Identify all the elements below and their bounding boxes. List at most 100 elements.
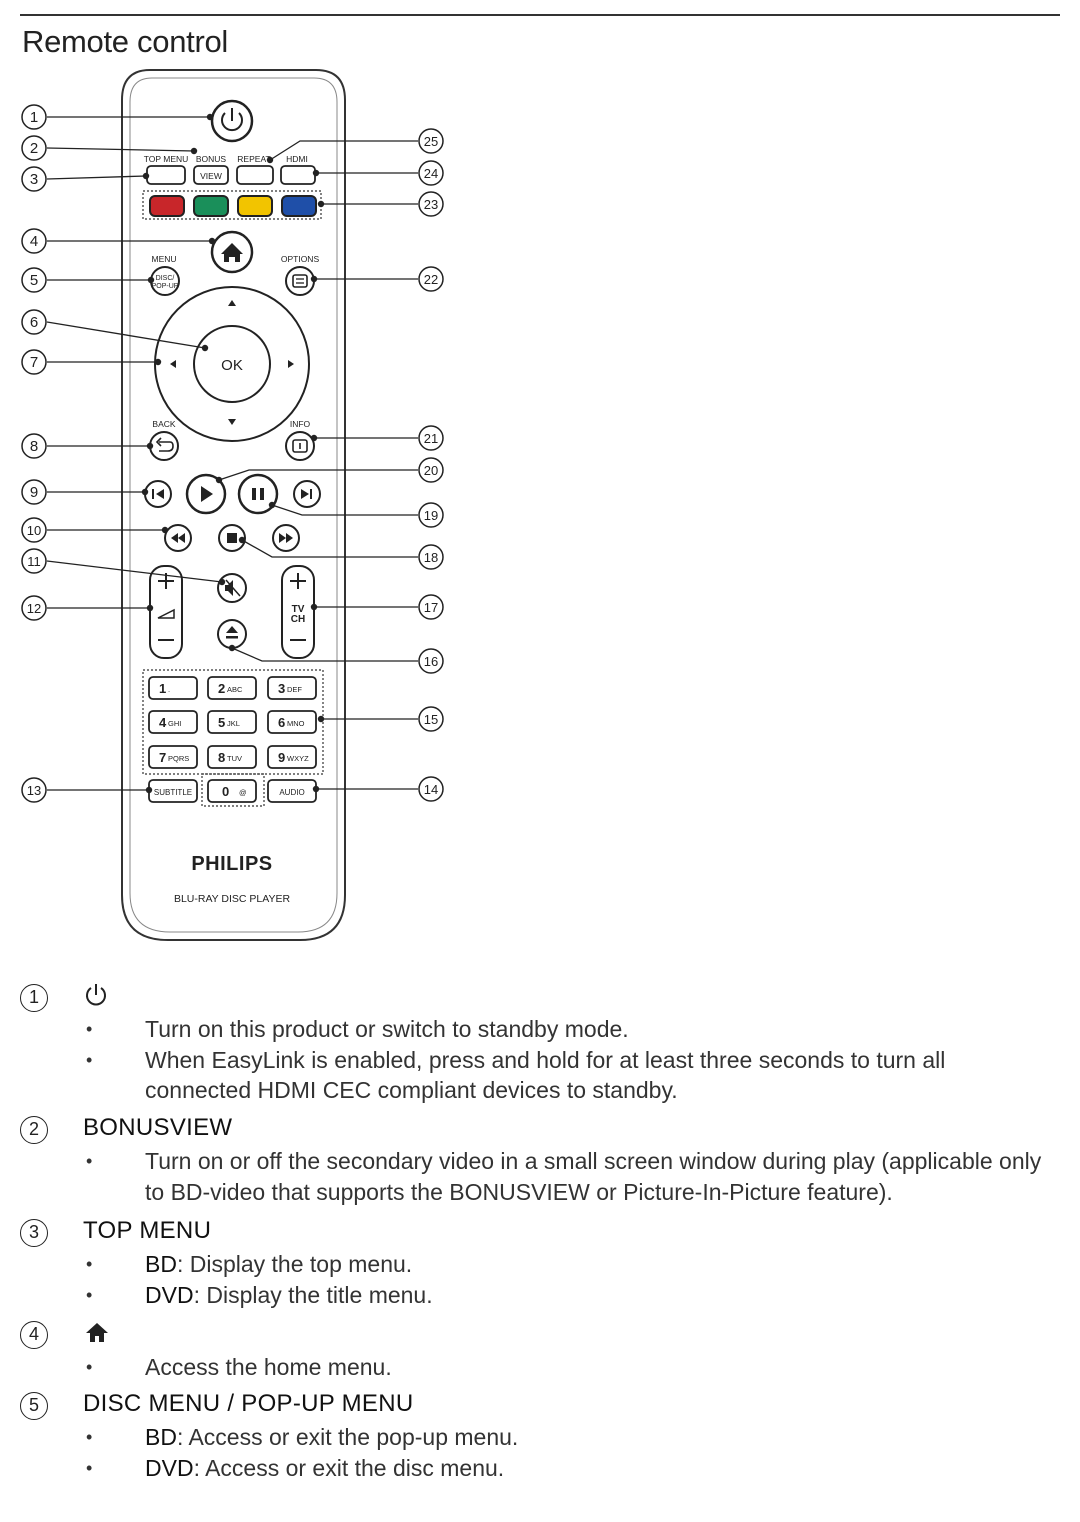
power-icon bbox=[86, 984, 106, 1006]
green-button bbox=[193, 195, 229, 217]
key-letters: WXYZ bbox=[287, 754, 309, 763]
callout-7-label: 7 bbox=[30, 354, 38, 371]
callout-17-circle bbox=[418, 594, 444, 620]
ok-label: OK bbox=[221, 357, 243, 374]
callout-6-circle bbox=[21, 309, 47, 335]
callout-2-dot bbox=[190, 147, 198, 155]
callout-1-label: 1 bbox=[30, 109, 38, 126]
remote-diagram: TOP MENU BONUS REPEAT HDMI VIEW MENU DIS… bbox=[21, 69, 444, 941]
callout-16-circle bbox=[418, 648, 444, 674]
callout-24-circle bbox=[418, 160, 444, 186]
section-4-bullets: Access the home menu. bbox=[83, 1352, 1043, 1383]
callout-7-dot bbox=[154, 358, 162, 366]
key-letters: GHI bbox=[168, 719, 181, 728]
bullet: When EasyLink is enabled, press and hold… bbox=[83, 1045, 1043, 1106]
callout-17-label: 17 bbox=[424, 600, 438, 615]
callout-17-dot bbox=[310, 603, 318, 611]
callout-11-leader bbox=[46, 560, 223, 583]
callout-15-dot bbox=[317, 715, 325, 723]
key-letters: ABC bbox=[227, 685, 243, 694]
callout-14-circle bbox=[418, 776, 444, 802]
key-letters: . bbox=[168, 685, 170, 694]
callout-4-dot bbox=[208, 237, 216, 245]
section-number: 5 bbox=[20, 1392, 48, 1420]
bonus-label: BONUS bbox=[196, 154, 227, 164]
svg-text:AUDIO: AUDIO bbox=[279, 788, 304, 797]
key-digit: 0 bbox=[222, 784, 229, 799]
repeat-button bbox=[236, 165, 274, 185]
section-number: 2 bbox=[20, 1116, 48, 1144]
callout-1-dot bbox=[206, 113, 214, 121]
callout-23-circle bbox=[418, 191, 444, 217]
model-label: BLU-RAY DISC PLAYER bbox=[174, 893, 291, 905]
callout-3-leader bbox=[46, 175, 147, 180]
callout-22-label: 22 bbox=[424, 272, 438, 287]
callout-22-circle bbox=[418, 266, 444, 292]
key-0: 0@ bbox=[207, 779, 257, 803]
power-button bbox=[210, 99, 254, 143]
callout-9-label: 9 bbox=[30, 484, 38, 501]
svg-text:POP-UP: POP-UP bbox=[152, 283, 179, 290]
bullet: DVD: Display the title menu. bbox=[83, 1280, 1043, 1311]
callout-4-label: 4 bbox=[30, 233, 38, 250]
callout-8-label: 8 bbox=[30, 438, 38, 455]
section-heading: BONUSVIEW bbox=[83, 1114, 233, 1141]
key-digit: 4 bbox=[159, 715, 167, 730]
callout-19-circle bbox=[418, 502, 444, 528]
callout-25-label: 25 bbox=[424, 134, 438, 149]
callout-22-dot bbox=[310, 275, 318, 283]
callout-18-circle bbox=[418, 544, 444, 570]
callout-6-label: 6 bbox=[30, 314, 38, 331]
section-1-bullets: Turn on this product or switch to standb… bbox=[83, 1014, 1043, 1106]
callout-19-leader bbox=[271, 504, 418, 516]
key-1: 1. bbox=[148, 676, 198, 700]
section-2-bullets: Turn on or off the secondary video in a … bbox=[83, 1146, 1043, 1207]
audio-button: AUDIO bbox=[267, 779, 317, 803]
callout-3-dot bbox=[142, 172, 150, 180]
section-number: 1 bbox=[20, 984, 48, 1012]
callout-19-dot bbox=[268, 501, 276, 509]
section-number: 4 bbox=[20, 1321, 48, 1349]
hdmi-label: HDMI bbox=[286, 154, 308, 164]
callout-12-circle bbox=[21, 595, 47, 621]
callout-9-circle bbox=[21, 479, 47, 505]
callout-5-label: 5 bbox=[30, 272, 38, 289]
callout-20-leader bbox=[218, 469, 418, 481]
navigation-pad: OK bbox=[154, 286, 310, 442]
callout-18-leader bbox=[241, 539, 418, 558]
section-heading: DISC MENU / POP-UP MENU bbox=[83, 1390, 414, 1417]
callout-13-circle bbox=[21, 777, 47, 803]
callout-25-dot bbox=[266, 156, 274, 164]
key-digit: 9 bbox=[278, 750, 285, 765]
key-digit: 6 bbox=[278, 715, 285, 730]
key-letters: PQRS bbox=[168, 754, 189, 763]
callout-2-label: 2 bbox=[30, 140, 38, 157]
callout-9-dot bbox=[141, 488, 149, 496]
callout-14-label: 14 bbox=[424, 782, 438, 797]
callout-18-label: 18 bbox=[424, 550, 438, 565]
callout-12-dot bbox=[146, 604, 154, 612]
svg-text:TV: TV bbox=[292, 604, 305, 615]
yellow-button bbox=[237, 195, 273, 217]
channel-rocker: TV CH bbox=[281, 565, 315, 659]
red-button bbox=[149, 195, 185, 217]
callout-2-leader bbox=[46, 147, 195, 152]
callout-6-leader bbox=[46, 321, 206, 349]
callout-4-circle bbox=[21, 228, 47, 254]
bullet: BD: Access or exit the pop-up menu. bbox=[83, 1422, 1043, 1453]
bonusview-button: VIEW bbox=[193, 165, 229, 185]
disc-menu-button: DISC/ POP-UP bbox=[150, 266, 180, 296]
callout-3-label: 3 bbox=[30, 171, 38, 188]
callout-24-dot bbox=[312, 169, 320, 177]
svg-text:CH: CH bbox=[291, 614, 305, 625]
key-digit: 1 bbox=[159, 681, 166, 696]
bullet: Access the home menu. bbox=[83, 1352, 1043, 1383]
key-letters: TUV bbox=[227, 754, 242, 763]
callout-lines: 1234567891011121325242322212019181716151… bbox=[21, 104, 444, 803]
callout-25-circle bbox=[418, 128, 444, 154]
key-digit: 7 bbox=[159, 750, 166, 765]
